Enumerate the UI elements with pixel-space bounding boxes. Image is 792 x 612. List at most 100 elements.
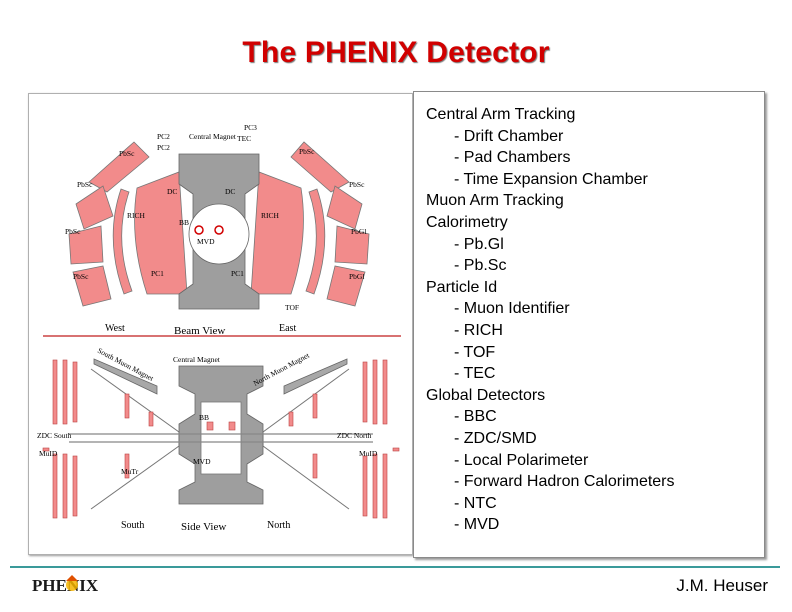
west-pbsc-sector-2 — [75, 185, 114, 230]
outline-subitem: - Forward Hadron Calorimeters — [454, 473, 675, 491]
label-dc-left: DC — [167, 187, 177, 196]
mutr-north-station-3 — [312, 453, 318, 479]
beam-view-caption: Beam View — [174, 325, 225, 337]
detector-list-box: Central Arm Tracking- Drift Chamber- Pad… — [413, 91, 765, 558]
slide-title: The PHENIX Detector — [242, 36, 550, 69]
mutr-south-station-3 — [124, 453, 130, 479]
outline-heading: Particle Id — [426, 278, 498, 296]
label-south: South — [121, 520, 144, 531]
north-muon-magnet — [283, 358, 348, 395]
label-mvd: MVD — [197, 237, 215, 246]
label-muid-south: MuID — [39, 449, 58, 458]
muid-south-plane-3 — [72, 361, 78, 423]
label-rich-left: RICH — [127, 211, 146, 220]
label-pbsc-r1: PbSc — [349, 180, 365, 189]
label-central-magnet-side: Central Magnet — [173, 355, 221, 364]
label-zdc-south: ZDC South — [37, 431, 72, 440]
muid-south-plane-4 — [52, 453, 58, 519]
label-central-magnet: Central Magnet — [189, 132, 237, 141]
mutr-north-station-2 — [288, 411, 294, 427]
label-pbsc-l3: PbSc — [73, 272, 89, 281]
footer-rule — [10, 566, 780, 568]
east-pbgl-sector-2 — [326, 265, 366, 307]
west-pbsc-sector-3 — [68, 225, 104, 265]
west-pbsc-sector-4 — [72, 265, 112, 307]
outline-subitem: - Muon Identifier — [454, 300, 570, 318]
side-view-caption: Side View — [181, 521, 226, 533]
phenix-logo: PHENIX — [32, 575, 99, 595]
south-muon-magnet — [93, 358, 158, 395]
outline-subitem: - TOF — [454, 343, 496, 361]
mutr-south-station-1 — [124, 393, 130, 419]
phenix-bird-icon — [66, 575, 78, 591]
bbc-north — [228, 421, 236, 431]
label-pbsc-tl: PbSc — [119, 149, 135, 158]
outline-subitem: - Pb.Gl — [454, 235, 504, 253]
label-zdc-north: ZDC North — [337, 431, 372, 440]
zdc-north — [392, 447, 400, 452]
outline-subitem: - Local Polarimeter — [454, 451, 589, 469]
mutr-south-station-2 — [148, 411, 154, 427]
label-east: East — [279, 323, 296, 334]
mutr-north-station-1 — [312, 393, 318, 419]
muid-south-plane-5 — [62, 453, 68, 519]
muid-south-plane-6 — [72, 455, 78, 517]
side-view: South Muon Magnet Central Magnet North M… — [37, 346, 400, 533]
label-pc3: PC3 — [244, 123, 257, 132]
author-name: J.M. Heuser — [676, 576, 768, 595]
label-rich-right: RICH — [261, 211, 280, 220]
east-pbgl-sector-1 — [334, 225, 370, 265]
phenix-logo-text: PHENIX — [32, 576, 99, 595]
label-dc-right: DC — [225, 187, 235, 196]
detector-outline-list: Central Arm Tracking- Drift Chamber- Pad… — [426, 104, 675, 536]
outline-subitem: - TEC — [454, 365, 496, 383]
muid-south-plane-1 — [52, 359, 58, 425]
south-muon-tracker — [90, 368, 180, 510]
label-mvd-side: MVD — [193, 457, 211, 466]
outline-subitem: - RICH — [454, 321, 503, 339]
outline-heading: Calorimetry — [426, 213, 508, 231]
muid-north-plane-1 — [382, 359, 388, 425]
label-mutr: MuTr — [121, 467, 139, 476]
label-pc1-left: PC1 — [151, 269, 164, 278]
outline-subitem: - MVD — [454, 516, 500, 534]
phenix-detector-diagram: PC2 PC2 Central Magnet PC3 TEC PbSc PbSc… — [37, 123, 401, 533]
label-pbsc-l2: PbSc — [65, 227, 81, 236]
outline-subitem: - Time Expansion Chamber — [454, 170, 648, 188]
outline-subitem: - Pad Chambers — [454, 149, 571, 167]
label-pbsc-l1: PbSc — [77, 180, 93, 189]
label-west: West — [105, 323, 125, 334]
outline-subitem: - ZDC/SMD — [454, 429, 537, 447]
label-bb: BB — [179, 218, 189, 227]
outline-heading: Muon Arm Tracking — [426, 192, 564, 210]
muid-north-plane-5 — [372, 453, 378, 519]
label-bb-side: BB — [199, 413, 209, 422]
label-pbsc-tr: PbSc — [299, 147, 315, 156]
outline-subitem: - NTC — [454, 494, 497, 512]
label-pc2-left-2: PC2 — [157, 143, 170, 152]
label-tec: TEC — [237, 134, 251, 143]
west-rich — [134, 171, 188, 295]
outline-subitem: - Pb.Sc — [454, 257, 507, 275]
west-pc-arc — [112, 188, 133, 295]
outline-heading: Global Detectors — [426, 386, 546, 404]
label-muid-north: MuID — [359, 449, 378, 458]
label-north: North — [267, 520, 290, 531]
label-pc1-right: PC1 — [231, 269, 244, 278]
east-pbsc-sector-2 — [326, 185, 363, 230]
muid-north-plane-3 — [362, 361, 368, 423]
label-pbgl-r2: PbGl — [349, 272, 364, 281]
muid-north-plane-6 — [362, 455, 368, 517]
label-pc2-left: PC2 — [157, 132, 170, 141]
label-tof: TOF — [285, 303, 299, 312]
label-pbgl-r1: PbGl — [351, 227, 366, 236]
outline-subitem: - BBC — [454, 408, 497, 426]
east-rich — [250, 171, 304, 295]
muid-south-plane-2 — [62, 359, 68, 425]
muid-north-plane-2 — [372, 359, 378, 425]
bbc-south — [206, 421, 214, 431]
outline-heading: Central Arm Tracking — [426, 106, 576, 123]
east-pc-arc — [305, 188, 326, 295]
beam-view: PC2 PC2 Central Magnet PC3 TEC PbSc PbSc… — [43, 123, 401, 337]
muid-north-plane-4 — [382, 453, 388, 519]
